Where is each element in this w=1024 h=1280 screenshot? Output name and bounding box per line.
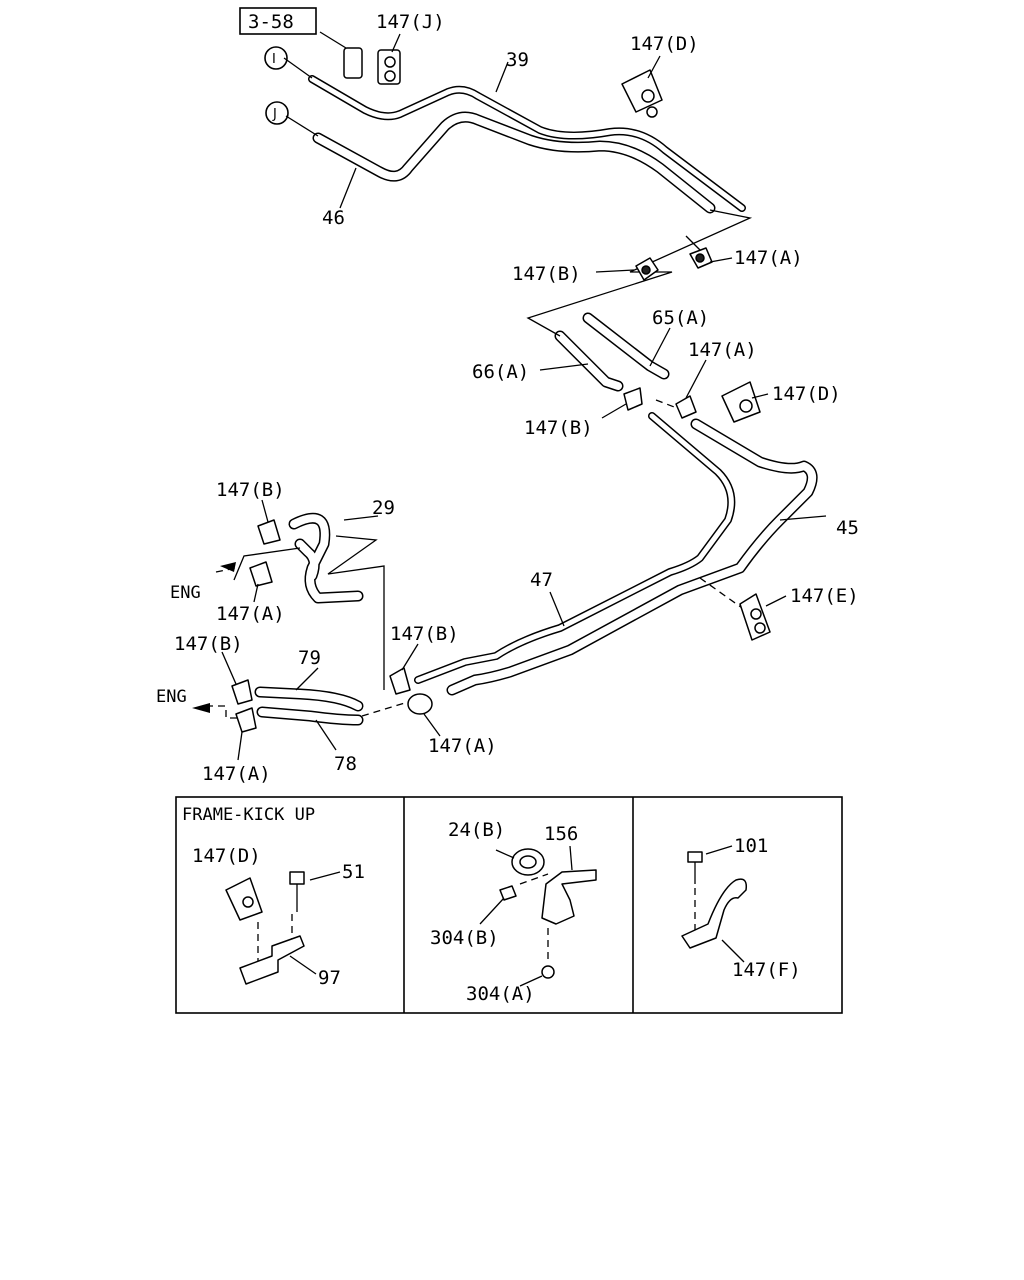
label-65a: 65(A) <box>652 307 709 329</box>
label-147a-5: 147(A) <box>428 735 497 757</box>
label-147d-top: 147(D) <box>630 33 699 55</box>
label-147d-2: 147(D) <box>772 383 841 405</box>
label-147b-4: 147(B) <box>390 623 459 645</box>
clip-147b-1 <box>635 257 659 281</box>
label-detail-304a: 304(A) <box>466 983 535 1005</box>
clamp-eng-2 <box>231 679 257 733</box>
label-47: 47 <box>530 569 553 591</box>
hose-39 <box>308 75 746 212</box>
label-66a: 66(A) <box>472 361 529 383</box>
hose-78 <box>256 706 364 726</box>
label-45: 45 <box>836 517 859 539</box>
label-147b-3: 147(B) <box>216 479 285 501</box>
label-147b-2: 147(B) <box>524 417 593 439</box>
clip-147e <box>739 593 771 641</box>
label-eng-1: ENG <box>170 583 201 603</box>
ref-box: 3-58 <box>239 7 317 35</box>
hose-29 <box>288 512 364 604</box>
connection-lines <box>206 209 753 719</box>
label-detail-24b: 24(B) <box>448 819 505 841</box>
arrow-icon-eng-2 <box>192 703 210 713</box>
label-147b-5: 147(B) <box>174 633 243 655</box>
detail-panel-frame-kick-up: FRAME-KICK UP 147(D) 51 97 <box>182 805 365 989</box>
hose-46 <box>312 111 716 214</box>
label-leaders <box>221 31 827 761</box>
connector-i: I <box>264 46 288 70</box>
label-detail-147f: 147(F) <box>732 959 801 981</box>
label-detail-156: 156 <box>544 823 578 845</box>
label-147j: 147(J) <box>376 11 445 33</box>
svg-text:I: I <box>272 52 276 67</box>
clamp-147b-4 <box>389 667 411 695</box>
clip-147a-1 <box>689 247 713 269</box>
arrow-icon-eng-1 <box>220 562 236 572</box>
label-147a-2: 147(A) <box>688 339 757 361</box>
svg-text:3-58: 3-58 <box>248 11 294 33</box>
hose-45 <box>446 418 818 696</box>
label-147a-1: 147(A) <box>734 247 803 269</box>
label-29: 29 <box>372 497 395 519</box>
hose-79 <box>254 686 364 712</box>
detail-panel-clamp: 101 147(F) <box>681 835 801 981</box>
clamp-147a-5 <box>407 693 433 715</box>
label-detail-101: 101 <box>734 835 768 857</box>
svg-text:J: J <box>272 107 277 122</box>
connector-j: J <box>265 101 289 125</box>
hose-66a <box>554 330 624 392</box>
clip-147j <box>343 47 401 85</box>
detail-panel-bracket: 24(B) 156 304(B) 304(A) <box>430 819 597 1005</box>
clip-147d-top <box>621 69 663 118</box>
label-46: 46 <box>322 207 345 229</box>
clip-147b-2 <box>623 387 643 411</box>
hose-47 <box>414 412 736 684</box>
label-147e: 147(E) <box>790 585 859 607</box>
label-147b-1: 147(B) <box>512 263 581 285</box>
label-eng-2: ENG <box>156 687 187 707</box>
label-78: 78 <box>334 753 357 775</box>
label-detail-51: 51 <box>342 861 365 883</box>
clamp-eng-1 <box>249 519 281 587</box>
label-147a-4: 147(A) <box>202 763 271 785</box>
label-147a-3: 147(A) <box>216 603 285 625</box>
detail-box <box>175 796 843 1014</box>
label-detail-304b: 304(B) <box>430 927 499 949</box>
label-79: 79 <box>298 647 321 669</box>
clip-147a-2 <box>675 395 697 419</box>
label-detail-97: 97 <box>318 967 341 989</box>
main-labels: 147(J) 39 147(D) 46 147(B) 147(A) 65(A) … <box>156 11 859 785</box>
clip-147d-2 <box>721 381 761 423</box>
label-detail-147d: 147(D) <box>192 845 261 867</box>
panel-title: FRAME-KICK UP <box>182 805 315 825</box>
label-39: 39 <box>506 49 529 71</box>
